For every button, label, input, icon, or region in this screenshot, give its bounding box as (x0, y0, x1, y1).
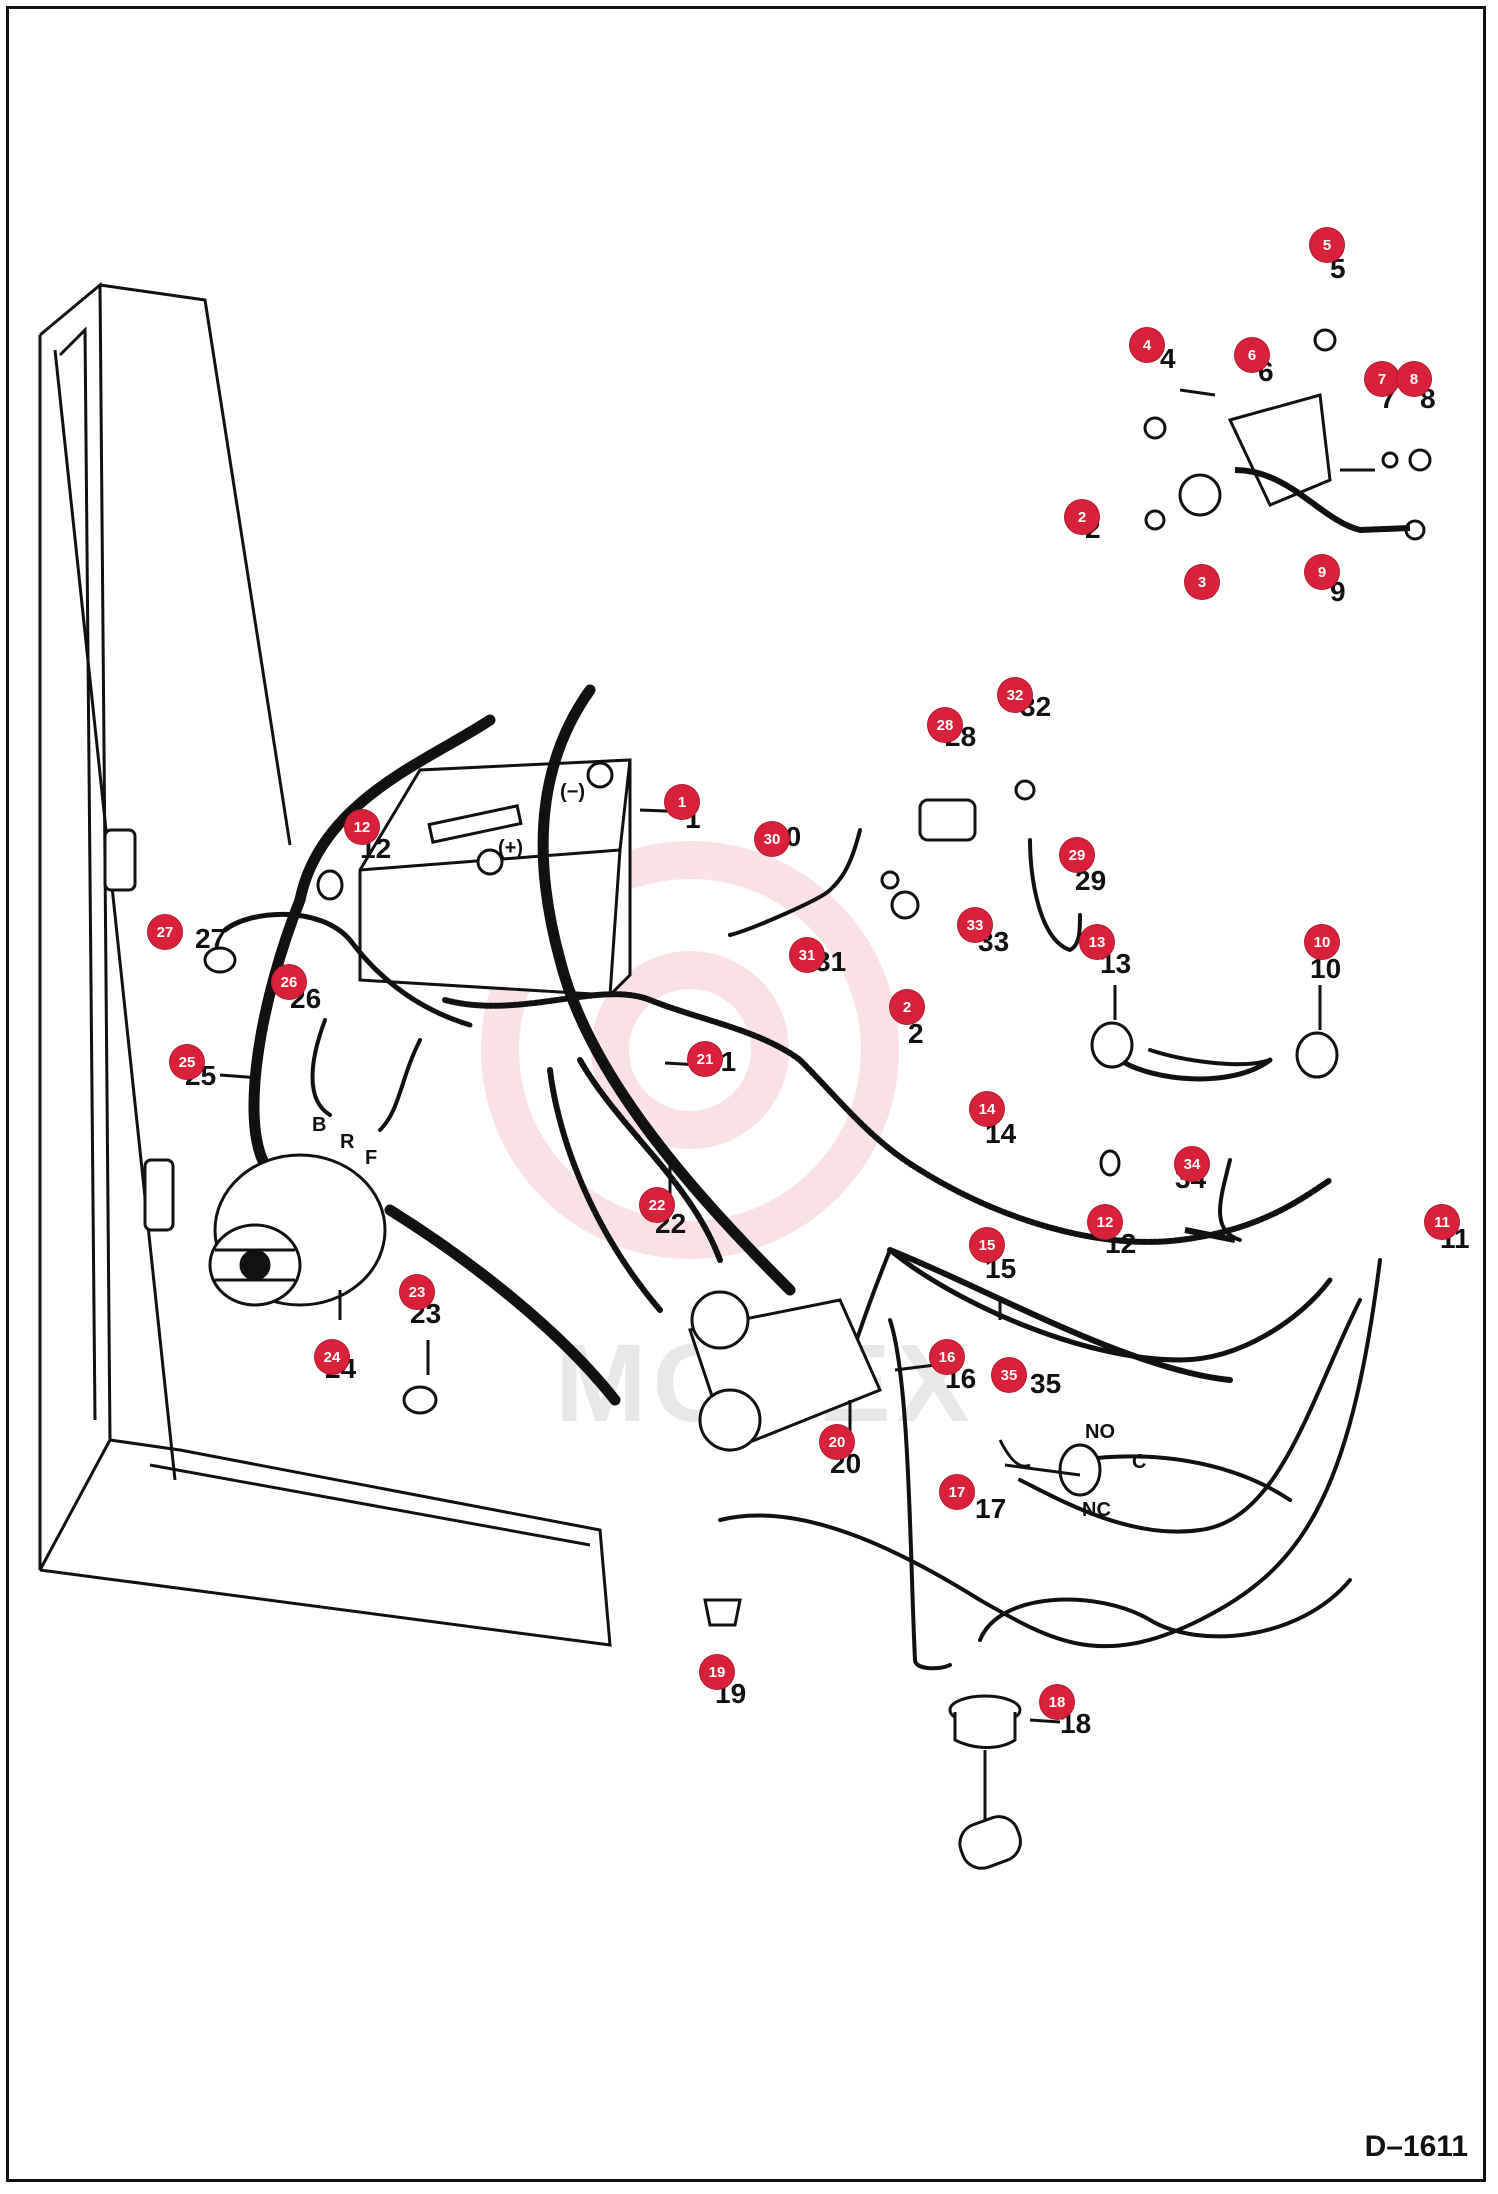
callout-marker-9[interactable]: 9 (1305, 555, 1339, 589)
temperature-sender-icon (703, 1598, 742, 1627)
callout-marker-31[interactable]: 31 (790, 938, 824, 972)
callout-marker-22[interactable]: 22 (640, 1188, 674, 1222)
callout-marker-6[interactable]: 6 (1235, 338, 1269, 372)
part-number-27: 27 (195, 923, 227, 954)
switch-c-label: C (1132, 1451, 1147, 1473)
callout-marker-12[interactable]: 12 (1088, 1205, 1122, 1239)
callout-marker-3[interactable]: 3 (1185, 565, 1219, 599)
relay-bracket-icon (1143, 328, 1432, 541)
starter-motor-icon (688, 1290, 883, 1452)
fuel-sender-icon (948, 1694, 1022, 1870)
callout-marker-28[interactable]: 28 (928, 708, 962, 742)
part-number-2: 2 (908, 1018, 924, 1049)
callout-marker-29[interactable]: 29 (1060, 838, 1094, 872)
alternator-terminal-b-label: B (312, 1114, 327, 1136)
fuse-holder-icon (880, 779, 1036, 920)
callout-marker-11[interactable]: 11 (1425, 1205, 1459, 1239)
callout-marker-1[interactable]: 1 (665, 785, 699, 819)
callout-marker-13[interactable]: 13 (1080, 925, 1114, 959)
wiring (222, 684, 1382, 1671)
part-number-10: 10 (1310, 953, 1342, 984)
part-number-35: 35 (1030, 1368, 1062, 1399)
callout-marker-30[interactable]: 30 (755, 822, 789, 856)
callout-marker-35[interactable]: 35 (992, 1358, 1026, 1392)
pressure-switch-icon (998, 1439, 1102, 1497)
callout-marker-33[interactable]: 33 (958, 908, 992, 942)
loader-frame (38, 281, 612, 1647)
switch-nc-label: NC (1082, 1499, 1111, 1521)
callout-marker-23[interactable]: 23 (400, 1275, 434, 1309)
callout-marker-8[interactable]: 8 (1397, 362, 1431, 396)
callout-marker-10[interactable]: 10 (1305, 925, 1339, 959)
callout-marker-19[interactable]: 19 (700, 1655, 734, 1689)
callout-marker-2[interactable]: 2 (1065, 500, 1099, 534)
callout-marker-32[interactable]: 32 (998, 678, 1032, 712)
callout-marker-2[interactable]: 2 (890, 990, 924, 1024)
part-number-17: 17 (975, 1493, 1007, 1524)
indicator-lamp-icon (1090, 1021, 1339, 1079)
leader-lines (219, 388, 1375, 1724)
callout-marker-21[interactable]: 21 (688, 1042, 722, 1076)
battery-negative-label: (−) (560, 781, 585, 803)
callout-marker-24[interactable]: 24 (315, 1340, 349, 1374)
battery-icon (358, 758, 632, 997)
callout-marker-26[interactable]: 26 (272, 965, 306, 999)
alternator-terminal-f-label: F (365, 1147, 378, 1169)
relay-wire (1234, 467, 1411, 534)
battery-positive-label: (+) (498, 837, 523, 859)
part-number-4: 4 (1160, 343, 1176, 374)
callout-marker-17[interactable]: 17 (940, 1475, 974, 1509)
part-number-5: 5 (1330, 253, 1346, 284)
switch-no-label: NO (1085, 1421, 1115, 1443)
callout-marker-14[interactable]: 14 (970, 1092, 1004, 1126)
callout-marker-15[interactable]: 15 (970, 1228, 1004, 1262)
callout-marker-27[interactable]: 27 (148, 915, 182, 949)
callout-marker-25[interactable]: 25 (170, 1045, 204, 1079)
callout-marker-4[interactable]: 4 (1130, 328, 1164, 362)
part-number-9: 9 (1330, 576, 1346, 607)
hinge-icon (103, 828, 175, 1232)
grommet-icon (203, 869, 1236, 1415)
alternator-icon (208, 1153, 387, 1307)
callout-marker-34[interactable]: 34 (1175, 1147, 1209, 1181)
alternator-terminal-r-label: R (340, 1131, 355, 1153)
callout-marker-7[interactable]: 7 (1365, 362, 1399, 396)
drawing-code: D–1611 (1364, 2130, 1468, 2163)
callout-marker-5[interactable]: 5 (1310, 228, 1344, 262)
callout-marker-12[interactable]: 12 (345, 810, 379, 844)
callout-marker-18[interactable]: 18 (1040, 1685, 1074, 1719)
callout-marker-16[interactable]: 16 (930, 1340, 964, 1374)
watermark-gear-icon (481, 841, 899, 1259)
diagram-frame (6, 6, 1486, 2182)
callout-marker-20[interactable]: 20 (820, 1425, 854, 1459)
